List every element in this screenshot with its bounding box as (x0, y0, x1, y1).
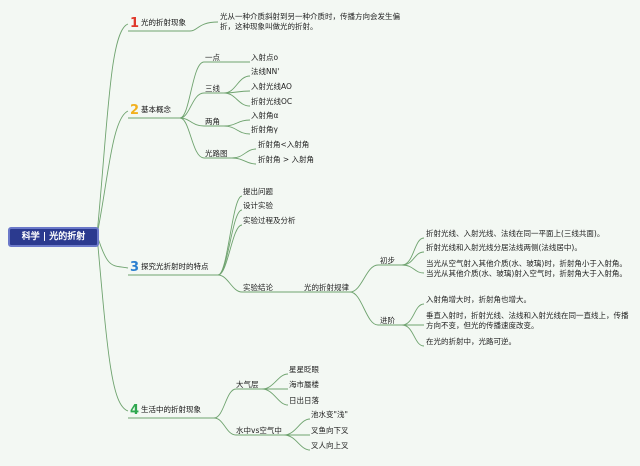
node-c1[interactable]: 折射光线、入射光线、法线在同一平面上(三线共面)。 (426, 229, 605, 238)
category-label: 基本概念 (141, 105, 172, 114)
node-yidian[interactable]: 一点 (205, 53, 220, 62)
node-rushedian[interactable]: 入射点o (251, 53, 279, 62)
node-j3[interactable]: 在光的折射中，光路可逆。 (426, 337, 516, 346)
node-s3[interactable]: 叉人向上叉 (311, 441, 349, 450)
node-rushejiao[interactable]: 入射角α (251, 111, 279, 120)
node-guocheng[interactable]: 实验过程及分析 (243, 216, 296, 225)
category-number: 2 (130, 103, 140, 118)
definition-text[interactable]: 光从一种介质斜射到另一种介质时，传播方向会发生偏折，这种现象叫做光的折射。 (220, 12, 400, 31)
node-daqi[interactable]: 大气层 (236, 380, 259, 389)
category-label: 生活中的折射现象 (141, 405, 202, 414)
node-d2[interactable]: 海市蜃楼 (289, 380, 319, 389)
node-zheshe-guangxian[interactable]: 折射光线OC (251, 97, 293, 106)
node-s1[interactable]: 池水变"浅" (311, 410, 348, 419)
node-j2[interactable]: 垂直入射时，折射光线、法线和入射光线在同一直线上，传播方向不变，但光的传播速度改… (426, 311, 629, 330)
node-zhesheijiao[interactable]: 折射角γ (251, 125, 278, 134)
category-number: 4 (130, 403, 140, 418)
node-lt1[interactable]: 折射角<入射角 (258, 140, 310, 149)
node-j1[interactable]: 入射角增大时，折射角也增大。 (426, 295, 531, 304)
category-label: 探究光折射时的特点 (141, 262, 209, 271)
node-c3[interactable]: 当光从空气射入其他介质(水、玻璃)时，折射角小于入射角。当光从其他介质(水、玻璃… (426, 259, 627, 278)
category-number: 3 (130, 260, 140, 275)
node-rushe-guangxian[interactable]: 入射光线AO (251, 82, 292, 91)
node-jielun[interactable]: 实验结论 (243, 283, 273, 292)
node-d3[interactable]: 日出日落 (289, 396, 319, 405)
node-tichu[interactable]: 提出问题 (243, 187, 273, 196)
node-guilv[interactable]: 光的折射规律 (304, 283, 349, 292)
node-sanxian[interactable]: 三线 (205, 84, 220, 93)
node-s2[interactable]: 叉鱼向下叉 (311, 426, 349, 435)
node-d1[interactable]: 星星眨眼 (289, 365, 319, 374)
category-number: 1 (130, 16, 140, 31)
node-faxian[interactable]: 法线NN' (251, 67, 280, 76)
node-chubu[interactable]: 初步 (380, 256, 395, 265)
node-guanglutu[interactable]: 光路图 (205, 149, 228, 158)
node-liangjiao[interactable]: 两角 (205, 117, 220, 126)
node-lt2[interactable]: 折射角 > 入射角 (258, 155, 315, 164)
node-jinjie[interactable]: 进阶 (380, 316, 395, 325)
root-topic[interactable]: 科学 | 光的折射 (8, 227, 99, 247)
node-c2[interactable]: 折射光线和入射光线分居法线两侧(法线居中)。 (426, 243, 582, 252)
category-label: 光的折射现象 (141, 18, 187, 27)
node-sheji[interactable]: 设计实验 (243, 201, 273, 210)
node-shuizhong[interactable]: 水中vs空气中 (236, 426, 282, 435)
